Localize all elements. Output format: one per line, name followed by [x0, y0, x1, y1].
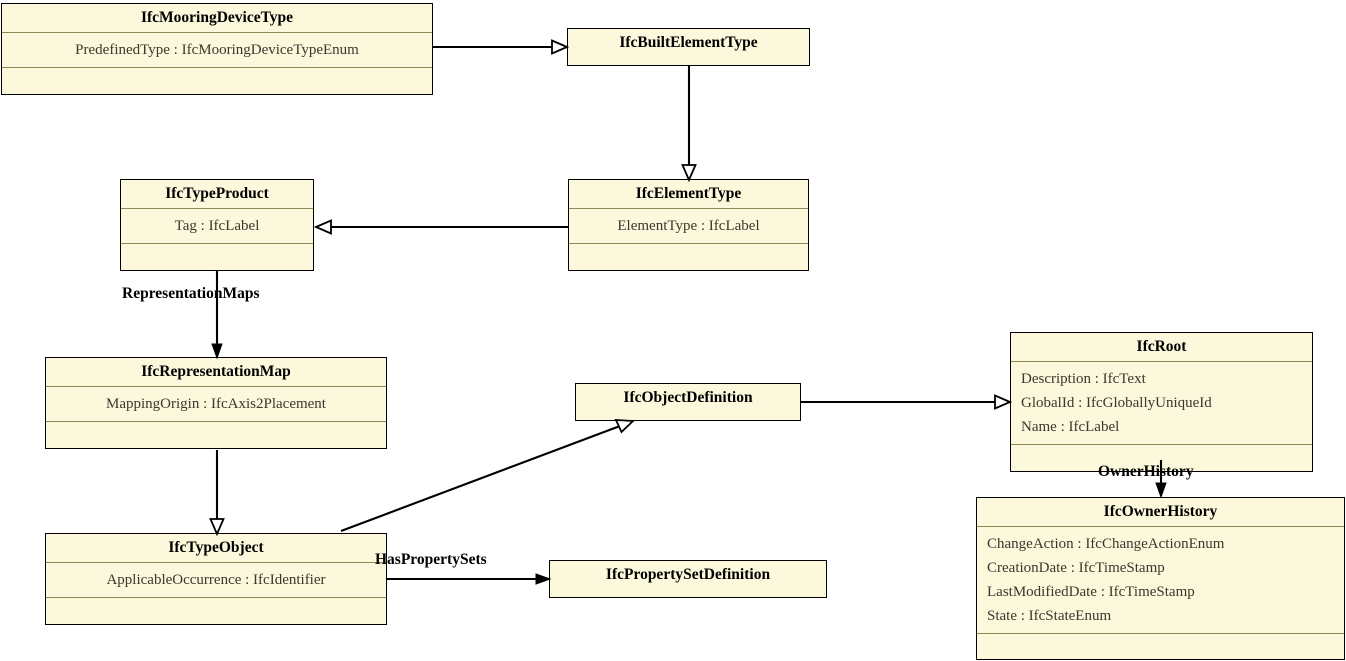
attribute-row: GlobalId : IfcGloballyUniqueId — [1021, 394, 1212, 411]
class-operations-compartment — [1011, 445, 1312, 462]
class-attributes: MappingOrigin : IfcAxis2Placement — [46, 387, 386, 421]
class-operations-compartment — [2, 68, 432, 85]
edge-builtelement-to-elementtype — [681, 66, 697, 183]
attribute-row: Description : IfcText — [1021, 370, 1146, 387]
class-operations-compartment — [977, 634, 1344, 651]
edge-label-has-property-sets: HasPropertySets — [375, 551, 487, 568]
attribute-row: Tag : IfcLabel — [174, 217, 260, 234]
compartment-separator — [1011, 360, 1312, 362]
class-box-ifctypeproduct[interactable]: IfcTypeProduct Tag : IfcLabel — [120, 179, 314, 271]
attribute-row: PredefinedType : IfcMooringDeviceTypeEnu… — [75, 41, 359, 58]
class-title: IfcRepresentationMap — [141, 363, 291, 380]
attribute-row: ElementType : IfcLabel — [617, 217, 760, 234]
class-attributes: ApplicableOccurrence : IfcIdentifier — [46, 563, 386, 597]
edge-label-representation-maps: RepresentationMaps — [122, 285, 260, 302]
compartment-separator — [121, 207, 313, 209]
compartment-separator — [977, 632, 1344, 634]
edge-objectdefinition-to-root — [801, 394, 1013, 410]
compartment-separator — [569, 242, 808, 244]
class-box-ifcobjectdefinition[interactable]: IfcObjectDefinition — [575, 383, 801, 421]
class-attributes: ElementType : IfcLabel — [569, 209, 808, 243]
attribute-row: State : IfcStateEnum — [987, 607, 1112, 624]
edge-representationmap-to-typeobject — [209, 450, 225, 537]
class-operations-compartment — [121, 244, 313, 261]
class-title: IfcRoot — [1136, 338, 1187, 355]
compartment-separator — [121, 242, 313, 244]
edge-mooring-to-builtelement — [433, 39, 570, 55]
compartment-separator — [2, 31, 432, 33]
class-attributes: PredefinedType : IfcMooringDeviceTypeEnu… — [2, 33, 432, 67]
class-title: IfcOwnerHistory — [1103, 503, 1218, 520]
class-box-ifcelementtype[interactable]: IfcElementType ElementType : IfcLabel — [568, 179, 809, 271]
compartment-separator — [46, 561, 386, 563]
class-box-ifcroot[interactable]: IfcRoot Description : IfcText GlobalId :… — [1010, 332, 1313, 472]
compartment-separator — [569, 207, 808, 209]
compartment-separator — [1011, 443, 1312, 445]
class-attributes: Tag : IfcLabel — [121, 209, 313, 243]
attribute-row: Name : IfcLabel — [1021, 418, 1120, 435]
compartment-separator — [977, 525, 1344, 527]
attribute-row: LastModifiedDate : IfcTimeStamp — [987, 583, 1195, 600]
class-title: IfcObjectDefinition — [623, 389, 753, 406]
class-box-ifcownerhistory[interactable]: IfcOwnerHistory ChangeAction : IfcChange… — [976, 497, 1345, 660]
edge-elementtype-to-typeproduct — [313, 219, 568, 235]
attribute-row: ChangeAction : IfcChangeActionEnum — [987, 535, 1225, 552]
compartment-separator — [46, 385, 386, 387]
class-attributes: ChangeAction : IfcChangeActionEnum Creat… — [977, 527, 1344, 633]
class-title: IfcMooringDeviceType — [140, 9, 294, 26]
edge-typeobject-haspropertysets — [387, 573, 552, 585]
class-title: IfcTypeObject — [168, 539, 264, 556]
class-box-ifcbuiltelementtype[interactable]: IfcBuiltElementType — [567, 28, 810, 66]
class-box-ifctypeobject[interactable]: IfcTypeObject ApplicableOccurrence : Ifc… — [45, 533, 387, 625]
edge-label-owner-history: OwnerHistory — [1098, 463, 1194, 480]
class-operations-compartment — [569, 244, 808, 261]
class-box-ifcrepresentationmap[interactable]: IfcRepresentationMap MappingOrigin : Ifc… — [45, 357, 387, 449]
attribute-row: MappingOrigin : IfcAxis2Placement — [106, 395, 326, 412]
compartment-separator — [46, 596, 386, 598]
class-operations-compartment — [46, 422, 386, 439]
class-title: IfcElementType — [635, 185, 742, 202]
compartment-separator — [2, 66, 432, 68]
class-title: IfcPropertySetDefinition — [605, 566, 771, 583]
class-box-ifcmooringdevicetype[interactable]: IfcMooringDeviceType PredefinedType : If… — [1, 3, 433, 95]
class-title: IfcTypeProduct — [165, 185, 269, 202]
class-box-ifcpropertysetdefinition[interactable]: IfcPropertySetDefinition — [549, 560, 827, 598]
class-title: IfcBuiltElementType — [619, 34, 758, 51]
attribute-row: ApplicableOccurrence : IfcIdentifier — [106, 571, 326, 588]
class-attributes: Description : IfcText GlobalId : IfcGlob… — [1011, 362, 1312, 444]
attribute-row: CreationDate : IfcTimeStamp — [987, 559, 1165, 576]
class-operations-compartment — [46, 598, 386, 615]
compartment-separator — [46, 420, 386, 422]
edge-typeproduct-representationmaps — [211, 270, 223, 360]
